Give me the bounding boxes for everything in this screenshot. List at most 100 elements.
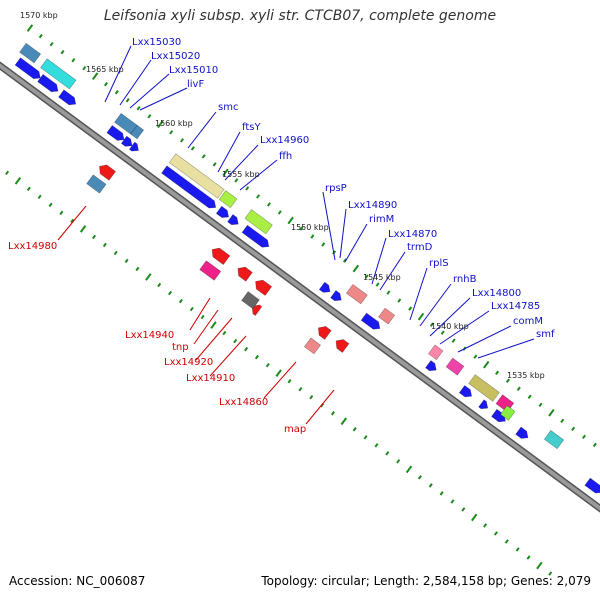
gene-label-lxx15030[interactable]: Lxx15030 [132, 37, 181, 48]
kbp-tick [102, 242, 107, 248]
reverse-gene-shape [211, 247, 231, 266]
kbp-tick [385, 451, 390, 456]
gene-label-livf[interactable]: livF [187, 79, 204, 90]
forward-gene [458, 385, 473, 398]
kbp-tick [526, 555, 531, 560]
gene-label-rpls[interactable]: rplS [429, 258, 449, 269]
kbp-tick [79, 225, 87, 233]
leader-line [477, 338, 535, 359]
leader-line [187, 111, 217, 149]
gene-label-lxx14980[interactable]: Lxx14980 [8, 241, 57, 252]
kbp-tick [189, 306, 194, 312]
reverse-gene [211, 247, 231, 266]
forward-gene [106, 125, 125, 141]
functional-gene [345, 283, 368, 305]
gene-label-smc[interactable]: smc [218, 102, 238, 113]
gene-label-lxx15010[interactable]: Lxx15010 [169, 65, 218, 76]
scale-label: 1540 kbp [431, 322, 469, 331]
label-leaders [57, 45, 535, 425]
kbp-tick [212, 162, 217, 167]
leader-line [339, 208, 347, 259]
scale-label: 1545 kbp [363, 273, 401, 282]
kbp-tick [309, 395, 314, 400]
kbp-tick [417, 475, 422, 480]
gene-label-lxx14920[interactable]: Lxx14920 [164, 357, 213, 368]
reverse-gene [99, 164, 116, 181]
kbp-tick [147, 114, 152, 119]
kbp-tick [135, 266, 140, 272]
functional-gene-shape [244, 209, 273, 235]
kbp-tick [234, 178, 239, 183]
leader-line [322, 191, 336, 261]
kbp-tick [340, 417, 348, 426]
functional-gene [445, 357, 465, 376]
gene-label-lxx14890[interactable]: Lxx14890 [348, 200, 397, 211]
functional-gene [168, 153, 225, 199]
gene-label-lxx14860[interactable]: Lxx14860 [219, 397, 268, 408]
reverse-gene [335, 339, 350, 353]
leader-line [189, 297, 211, 331]
kbp-tick [14, 177, 22, 185]
kbp-tick [581, 434, 586, 440]
kbp-tick [364, 274, 369, 279]
kbp-tick [245, 186, 250, 191]
functional-gene-shape [445, 357, 465, 376]
forward-gene-shape [128, 141, 139, 152]
gene-label-ffh[interactable]: ffh [279, 151, 292, 162]
gene-label-lxx14870[interactable]: Lxx14870 [388, 229, 437, 240]
gene-label-lxx14940[interactable]: Lxx14940 [125, 330, 174, 341]
forward-gene-shape [161, 165, 217, 209]
scale-label: 1550 kbp [291, 223, 329, 232]
gene-label-lxx14800[interactable]: Lxx14800 [472, 288, 521, 299]
kbp-tick [473, 354, 478, 359]
kbp-tick [254, 354, 259, 360]
kbp-tick [201, 154, 206, 159]
reverse-gene-shape [255, 279, 273, 296]
leader-line [379, 251, 406, 291]
kbp-tick [352, 264, 360, 273]
gene-label-map[interactable]: map [284, 424, 306, 435]
gene-label-lxx14785[interactable]: Lxx14785 [491, 301, 540, 312]
forward-gene [318, 281, 331, 293]
leader-line [457, 325, 512, 353]
forward-gene [227, 214, 239, 226]
forward-gene [425, 360, 437, 372]
gene-label-trmd[interactable]: trmD [407, 242, 433, 253]
gene-label-tnp[interactable]: tnp [172, 342, 189, 353]
kbp-tick [592, 442, 597, 448]
kbp-tick [26, 24, 34, 32]
scale-label: 1570 kbp [20, 11, 58, 20]
gene-label-lxx14910[interactable]: Lxx14910 [186, 373, 235, 384]
kbp-tick [5, 170, 10, 176]
reverse-gene-shape [99, 164, 116, 181]
leader-line [209, 335, 247, 377]
kbp-tick [124, 258, 129, 264]
functional-gene [130, 124, 145, 140]
gene-label-comm[interactable]: comM [513, 316, 543, 327]
scale-label: 1560 kbp [155, 119, 193, 128]
functional-gene-shape [303, 337, 321, 355]
kbp-tick [504, 539, 509, 544]
leader-line [57, 205, 87, 241]
gene-label-smf[interactable]: smf [536, 329, 555, 340]
kbp-tick [222, 168, 229, 177]
gene-label-rimm[interactable]: rimM [369, 214, 394, 225]
leader-line [305, 389, 335, 425]
kbp-tick [451, 338, 456, 343]
functional-gene-shape [199, 260, 222, 281]
forward-gene [241, 224, 270, 248]
kbp-tick [136, 106, 141, 111]
kbp-tick [125, 98, 130, 103]
kbp-tick [103, 82, 108, 87]
gene-label-rpsp[interactable]: rpsP [325, 183, 347, 194]
gene-label-lxx14960[interactable]: Lxx14960 [260, 135, 309, 146]
topology-summary: Topology: circular; Length: 2,584,158 bp… [261, 574, 591, 588]
kbp-tick [82, 65, 87, 71]
gene-label-lxx15020[interactable]: Lxx15020 [151, 51, 200, 62]
gene-label-ftsy[interactable]: ftsY [242, 122, 261, 133]
kbp-tick [352, 427, 357, 432]
gene-label-rnhb[interactable]: rnhB [453, 274, 477, 285]
kbp-tick [287, 216, 294, 225]
kbp-tick [145, 273, 152, 281]
